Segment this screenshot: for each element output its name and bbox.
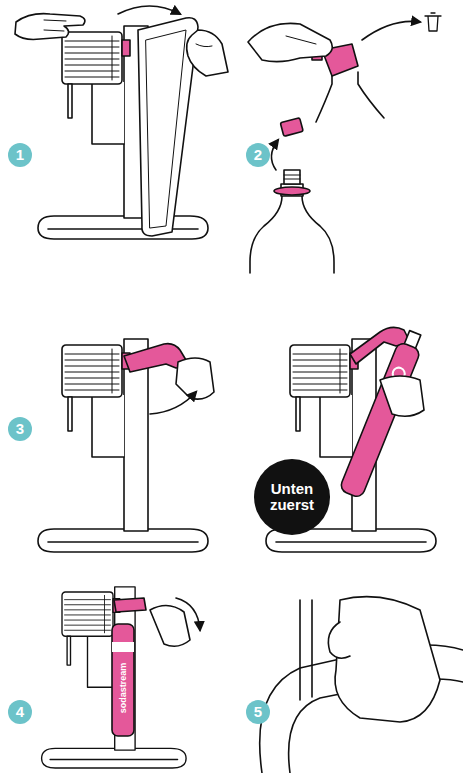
step-number: 1 (8, 143, 32, 167)
badge-text: Unten zuerst (261, 481, 323, 513)
circle-fill (246, 143, 270, 167)
instruction-badge: Unten zuerst (254, 459, 330, 535)
step-number: 5 (246, 700, 270, 724)
text-holder: 3 (8, 417, 32, 441)
step-number-text: 3 (9, 421, 31, 437)
step-five-illustration (260, 597, 463, 773)
step-three-illustration (38, 339, 214, 552)
text-holder: Unten zuerst (254, 459, 330, 535)
text-holder: 5 (246, 700, 270, 724)
step-number-text: 2 (247, 147, 269, 163)
step-four-illustration (42, 587, 200, 768)
circle-fill (8, 700, 32, 724)
step-number: 3 (8, 417, 32, 441)
circle-fill (254, 459, 330, 535)
circle-fill (246, 700, 270, 724)
circle-fill (8, 143, 32, 167)
text-holder: 2 (246, 143, 270, 167)
circle-fill (8, 417, 32, 441)
step-one-illustration (15, 6, 228, 239)
step-number-text: 1 (9, 147, 31, 163)
step-number: 2 (246, 143, 270, 167)
brand-text: sodastream (118, 663, 128, 714)
step-number-text: 4 (9, 704, 31, 720)
text-holder: 4 (8, 700, 32, 724)
step-two-illustration (248, 13, 441, 273)
step-number-text: 5 (247, 704, 269, 720)
text-holder: 1 (8, 143, 32, 167)
step-number: 4 (8, 700, 32, 724)
